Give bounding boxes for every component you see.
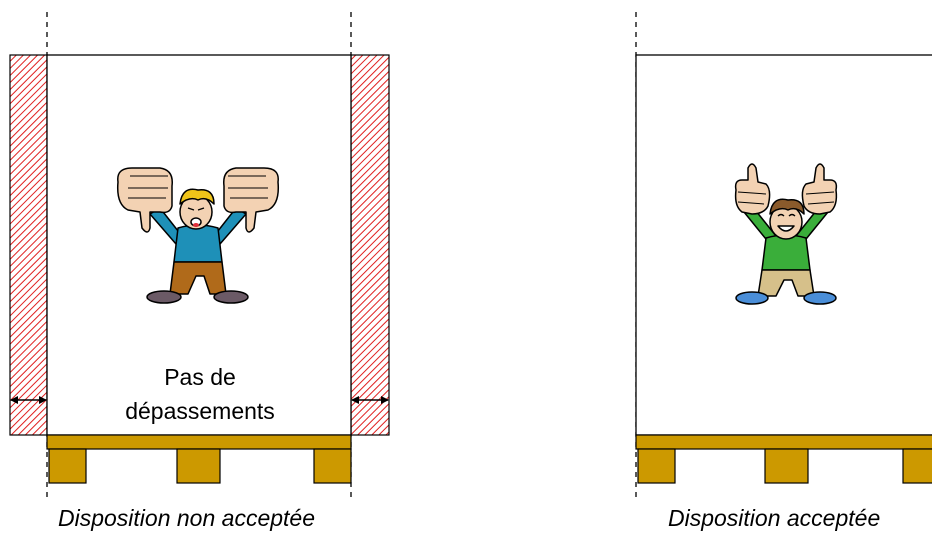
right-caption: Disposition acceptée xyxy=(668,505,881,531)
overhang-note: Pas de dépassements xyxy=(120,360,280,428)
right-panel xyxy=(635,12,932,500)
note-line-2: dépassements xyxy=(125,398,275,424)
pallet-accepted xyxy=(635,434,932,484)
note-line-1: Pas de xyxy=(164,364,236,390)
load-box xyxy=(46,54,352,436)
thumbs-down-boy-icon xyxy=(116,167,280,304)
left-caption: Disposition non acceptée xyxy=(58,505,315,531)
thumbs-up-boy-icon xyxy=(734,163,838,305)
right-overhang-zone xyxy=(350,54,390,436)
left-overhang-zone xyxy=(9,54,48,436)
left-panel: Pas de dépassements xyxy=(9,12,390,500)
pallet xyxy=(46,434,352,484)
